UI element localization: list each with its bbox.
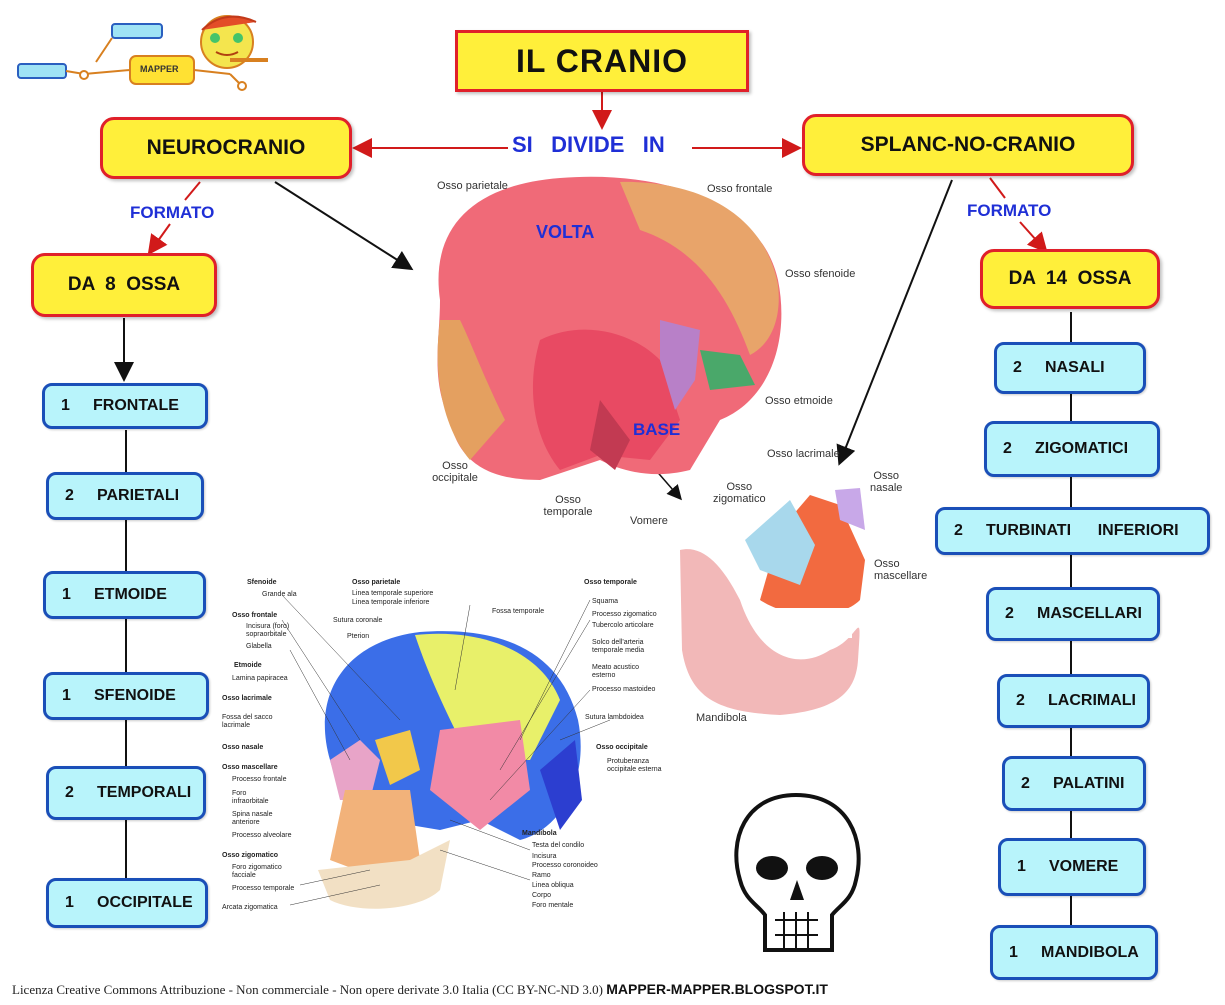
footer: Licenza Creative Commons Attribuzione - … (12, 981, 828, 998)
site-link[interactable]: MAPPER-MAPPER.BLOGSPOT.IT (606, 981, 828, 997)
license-text: Licenza Creative Commons Attribuzione - … (12, 982, 603, 997)
